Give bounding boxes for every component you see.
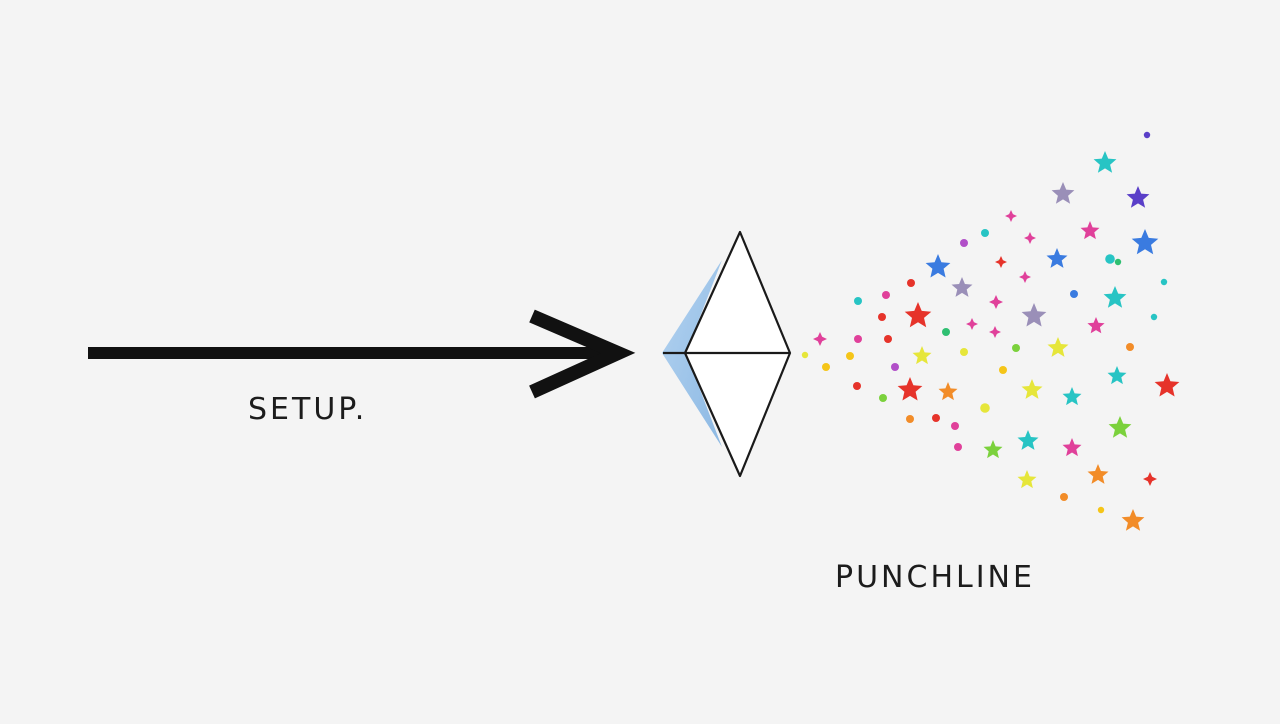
sparkle-dot	[1143, 131, 1151, 139]
star-icon	[1062, 438, 1082, 457]
star-icon	[1046, 248, 1068, 268]
star-icon	[1131, 229, 1159, 255]
sparkle-dot	[1060, 493, 1068, 501]
star-icon	[1021, 379, 1043, 399]
star-icon	[897, 377, 923, 401]
star-icon	[912, 346, 932, 365]
star-icon	[925, 254, 951, 278]
star-icon	[904, 302, 932, 328]
sparkle-dot	[846, 352, 854, 360]
sparkle-dot	[1114, 258, 1122, 266]
star-icon	[966, 318, 978, 330]
star-icon	[989, 295, 1003, 309]
sparkle-dot	[884, 335, 892, 343]
sparkle-dot	[960, 348, 968, 356]
star-icon	[995, 256, 1007, 268]
sparkle-dot	[906, 415, 914, 423]
star-icon	[1087, 317, 1105, 334]
star-icon	[1051, 182, 1075, 204]
sparkle-dot	[1126, 343, 1134, 351]
prism-icon	[662, 230, 792, 478]
sparkle-dot	[882, 291, 890, 299]
sparkle-dot	[932, 414, 940, 422]
star-icon	[983, 440, 1003, 459]
star-icon	[951, 277, 973, 297]
star-icon	[1005, 210, 1017, 222]
sparkle-dot	[822, 363, 830, 371]
star-icon	[1107, 366, 1127, 385]
sparkle-dot	[1097, 506, 1105, 514]
sparkle-dot	[1160, 278, 1168, 286]
star-icon	[1126, 186, 1150, 208]
star-icon	[1103, 286, 1127, 308]
sparkle-dot	[801, 351, 809, 359]
star-icon	[813, 332, 827, 346]
star-icon	[1154, 373, 1180, 397]
sparkle-dot	[960, 239, 968, 247]
star-icon	[1093, 151, 1117, 173]
sparkle-dot	[1070, 290, 1078, 298]
sparkle-burst	[801, 131, 1180, 531]
sparkle-dot	[1150, 313, 1158, 321]
star-icon	[1143, 472, 1157, 486]
sparkle-dot	[891, 363, 899, 371]
sparkle-dot	[981, 229, 989, 237]
star-icon	[1121, 509, 1145, 531]
star-icon	[1021, 303, 1047, 327]
star-icon	[1047, 337, 1069, 357]
star-icon	[1017, 470, 1037, 489]
star-icon	[989, 326, 1001, 338]
sparkle-dot	[879, 394, 887, 402]
star-icon	[1108, 416, 1132, 438]
sparkle-dot	[853, 382, 861, 390]
sparkle-dot	[878, 313, 886, 321]
sparkle-dot	[907, 279, 915, 287]
sparkle-dot	[980, 403, 990, 413]
sparkle-dot	[999, 366, 1007, 374]
arrow-head	[529, 309, 636, 399]
punchline-label: PUNCHLINE	[835, 560, 1035, 595]
right-arrow-icon	[88, 309, 636, 399]
sparkle-dot	[854, 297, 862, 305]
setup-label: SETUP.	[248, 392, 368, 427]
star-icon	[1017, 430, 1039, 450]
sparkle-dot	[1012, 344, 1020, 352]
sparkle-dot	[942, 328, 950, 336]
sparkle-dot	[1105, 254, 1115, 264]
sparkle-dot	[951, 422, 959, 430]
star-icon	[1024, 232, 1036, 244]
sparkle-dot	[854, 335, 862, 343]
star-icon	[1062, 387, 1082, 406]
star-icon	[1087, 464, 1109, 484]
star-icon	[1019, 271, 1031, 283]
star-icon	[938, 382, 958, 401]
star-icon	[1080, 221, 1100, 240]
sparkle-dot	[954, 443, 962, 451]
